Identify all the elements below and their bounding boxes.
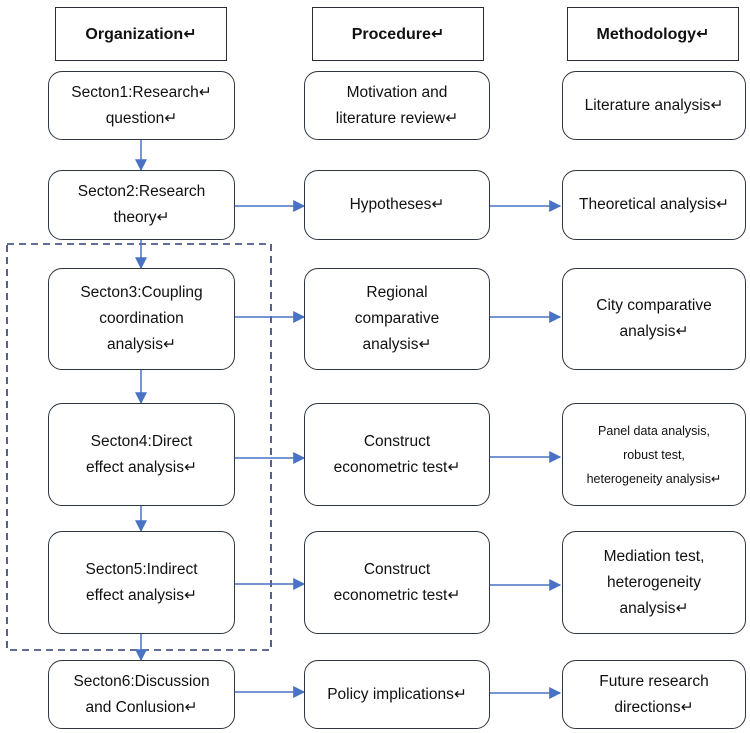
node-panel-data: Panel data analysis, robust test, hetero… xyxy=(562,403,746,506)
node-section2: Secton2:Research theory↵ xyxy=(48,170,235,240)
node-construct-econometric-2: Construct econometric test↵ xyxy=(304,531,490,634)
node-section1: Secton1:Research↵ question↵ xyxy=(48,71,235,140)
node-future-research: Future research directions↵ xyxy=(562,660,746,729)
dashed-group-frame xyxy=(6,243,272,651)
node-city-comparative: City comparative analysis↵ xyxy=(562,268,746,370)
node-hypotheses: Hypotheses↵ xyxy=(304,170,490,240)
header-organization: Organization↵ xyxy=(55,7,227,61)
node-policy-implications: Policy implications↵ xyxy=(304,660,490,729)
node-construct-econometric-1: Construct econometric test↵ xyxy=(304,403,490,506)
node-section5: Secton5:Indirect effect analysis↵ xyxy=(48,531,235,634)
header-methodology: Methodology↵ xyxy=(567,7,739,61)
node-regional-comparative: Regional comparative analysis↵ xyxy=(304,268,490,370)
node-mediation-test: Mediation test, heterogeneity analysis↵ xyxy=(562,531,746,634)
node-section6: Secton6:Discussion and Conlusion↵ xyxy=(48,660,235,729)
node-section4: Secton4:Direct effect analysis↵ xyxy=(48,403,235,506)
node-section3: Secton3:Coupling coordination analysis↵ xyxy=(48,268,235,370)
node-theoretical-analysis: Theoretical analysis↵ xyxy=(562,170,746,240)
header-procedure: Procedure↵ xyxy=(312,7,484,61)
node-motivation: Motivation and literature review↵ xyxy=(304,71,490,140)
node-literature-analysis: Literature analysis↵ xyxy=(562,71,746,140)
